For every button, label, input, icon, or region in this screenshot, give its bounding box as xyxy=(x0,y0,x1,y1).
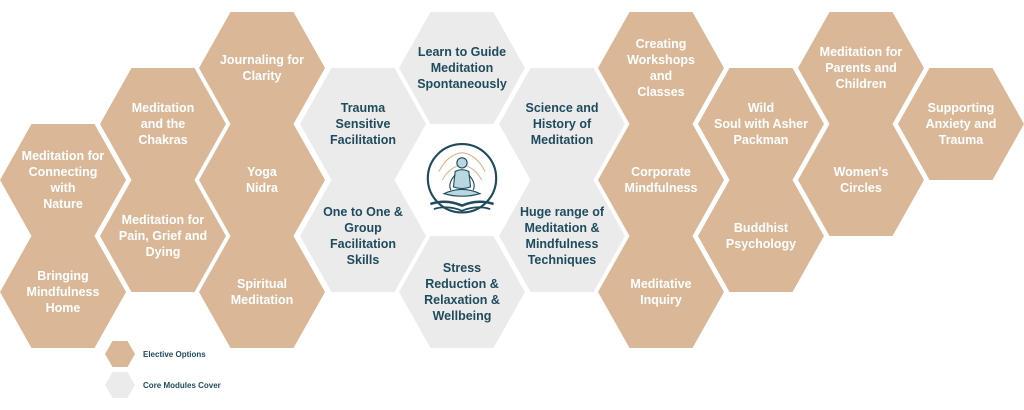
hex-techniques: Huge range of Meditation & Mindfulness T… xyxy=(499,180,625,292)
hex-anxiety: Supporting Anxiety and Trauma xyxy=(898,68,1024,180)
hex-science: Science and History of Meditation xyxy=(499,68,625,180)
hex-parents-label: Meditation for Parents and Children xyxy=(819,45,903,91)
hex-techniques-label: Huge range of Meditation & Mindfulness T… xyxy=(519,205,605,267)
legend-core-label: Core Modules Cover xyxy=(143,380,221,390)
hex-yoga-nidra: Yoga Nidra xyxy=(199,124,325,236)
meditation-logo-icon xyxy=(426,143,498,214)
legend-elective-label: Elective Options xyxy=(143,349,206,359)
hex-parents: Meditation for Parents and Children xyxy=(798,12,924,124)
hex-womens-label: Women's Circles xyxy=(833,165,889,195)
legend-elective: Elective Options xyxy=(105,341,206,367)
hex-spiritual-label: Spiritual Meditation xyxy=(230,277,294,307)
hex-learn-guide-label: Learn to Guide Meditation Spontaneously xyxy=(417,45,507,91)
hex-buddhist-label: Buddhist Psychology xyxy=(725,221,797,251)
hex-spiritual: Spiritual Meditation xyxy=(199,236,325,348)
legend-core-swatch xyxy=(105,372,135,398)
hex-science-label: Science and History of Meditation xyxy=(525,101,599,147)
hex-stress-label: Stress Reduction & Relaxation & Wellbein… xyxy=(424,261,500,323)
hex-one-to-one-label: One to One & Group Facilitation Skills xyxy=(323,205,403,267)
hex-stress: Stress Reduction & Relaxation & Wellbein… xyxy=(399,236,525,348)
hex-pain-grief-label: Meditation for Pain, Grief and Dying xyxy=(118,213,208,259)
center-logo-hex xyxy=(399,124,525,236)
hex-corporate-label: Corporate Mindfulness xyxy=(624,165,698,195)
hex-meditative-inquiry: Meditative Inquiry xyxy=(598,236,724,348)
hex-bringing-home: Bringing Mindfulness Home xyxy=(0,236,126,348)
hex-workshops-label: Creating Workshops and Classes xyxy=(627,37,695,99)
hex-anxiety-label: Supporting Anxiety and Trauma xyxy=(925,101,997,147)
hex-bringing-home-label: Bringing Mindfulness Home xyxy=(26,269,100,315)
hex-trauma: Trauma Sensitive Facilitation xyxy=(300,68,426,180)
hex-womens: Women's Circles xyxy=(798,124,924,236)
hex-meditation-chakras: Meditation and the Chakras xyxy=(100,68,226,180)
hex-nature-label: Meditation for Connecting with Nature xyxy=(21,149,105,211)
hex-yoga-nidra-label: Yoga Nidra xyxy=(246,165,278,195)
legend-elective-swatch xyxy=(105,341,135,367)
hex-wild-soul-label: Wild Soul with Asher Packman xyxy=(714,101,808,147)
hex-learn-guide: Learn to Guide Meditation Spontaneously xyxy=(399,12,525,124)
hex-wild-soul: Wild Soul with Asher Packman xyxy=(698,68,824,180)
hex-journaling-label: Journaling for Clarity xyxy=(219,53,305,83)
hex-journaling: Journaling for Clarity xyxy=(199,12,325,124)
hex-corporate: Corporate Mindfulness xyxy=(598,124,724,236)
hex-pain-grief: Meditation for Pain, Grief and Dying xyxy=(100,180,226,292)
hex-trauma-label: Trauma Sensitive Facilitation xyxy=(330,101,396,147)
hex-meditation-chakras-label: Meditation and the Chakras xyxy=(131,101,195,147)
hex-workshops: Creating Workshops and Classes xyxy=(598,12,724,124)
legend-core: Core Modules Cover xyxy=(105,372,221,398)
hex-nature: Meditation for Connecting with Nature xyxy=(0,124,126,236)
hex-buddhist: Buddhist Psychology xyxy=(698,180,824,292)
hex-one-to-one: One to One & Group Facilitation Skills xyxy=(300,180,426,292)
hex-meditative-inquiry-label: Meditative Inquiry xyxy=(630,277,692,307)
